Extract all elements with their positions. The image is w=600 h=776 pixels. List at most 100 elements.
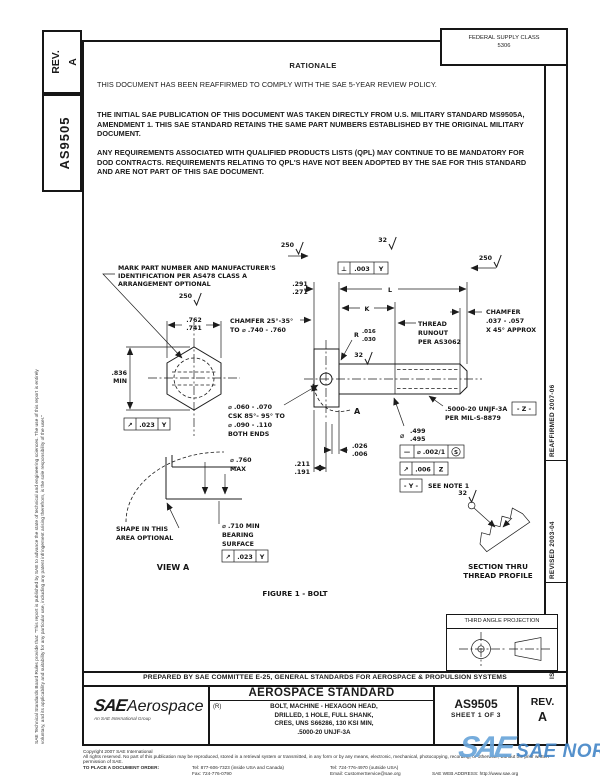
roughness-check-icon	[364, 351, 373, 365]
logo-subtitle: An SAE International Group	[94, 716, 151, 721]
doc-number: AS9505	[454, 697, 498, 711]
svg-text:.006: .006	[352, 451, 368, 458]
svg-text:⊥: ⊥	[341, 266, 347, 273]
doc-number-tab-box: AS9505	[42, 94, 82, 192]
svg-text:THREAD: THREAD	[418, 321, 447, 328]
title-line-3: CRES, UNS S66286, 130 KSI MIN,	[274, 720, 374, 728]
watermark-logo: SAE	[456, 731, 515, 764]
fillet-radius-note: R .016 .030	[340, 329, 376, 361]
figure-1-bolt-drawing: .762 .741 250 .836 MIN ↗ .023 Y MARK PAR…	[102, 236, 537, 598]
email-address: Email: CustomerService@sae.org	[330, 771, 401, 776]
figure-caption: FIGURE 1 - BOLT	[262, 589, 327, 598]
svg-text:PER MIL-S-8879: PER MIL-S-8879	[445, 415, 501, 422]
roughness-check-icon	[193, 292, 202, 306]
section-label-1: SECTION THRU	[468, 562, 528, 571]
svg-text:.495: .495	[410, 436, 426, 443]
bearing-word2: SURFACE	[222, 541, 254, 548]
svg-text:.016: .016	[362, 329, 376, 335]
svg-text:⌀ .002/1: ⌀ .002/1	[417, 449, 445, 456]
title-line-4: .5000-20 UNJF-3A	[297, 728, 351, 736]
title-block-top-line	[82, 685, 568, 687]
fcf-perpendicularity: ⊥ .003 Y	[337, 261, 389, 275]
view-a-label: VIEW A	[157, 563, 190, 572]
roughness-check-icon	[388, 236, 397, 250]
rev-tab-box: REV. A	[42, 30, 82, 94]
hex-finish-value: 250	[179, 293, 193, 300]
svg-text:.037 - .057: .037 - .057	[486, 318, 524, 325]
svg-text:.026: .026	[352, 443, 368, 450]
fcf-head-runout: ↗ .023 Y	[123, 417, 171, 431]
svg-text:.030: .030	[362, 337, 376, 343]
copyright-line: Copyright 2007 SAE International	[83, 749, 153, 754]
rationale-p3: ANY REQUIREMENTS ASSOCIATED WITH QUALIFI…	[97, 148, 527, 177]
svg-text:↗: ↗	[225, 554, 230, 561]
hex-head-front-view: .762 .741 250 .836 MIN ↗ .023 Y MARK PAR…	[102, 265, 319, 438]
radius-label: R	[354, 332, 359, 339]
svg-text:Y: Y	[259, 554, 265, 561]
dim-211-191: .211 .191	[294, 410, 327, 476]
rationale-p2: THE INITIAL SAE PUBLICATION OF THIS DOCU…	[97, 110, 525, 139]
prepared-row-top-line	[82, 671, 568, 673]
third-angle-projection-box: THIRD ANGLE PROJECTION	[446, 614, 558, 671]
hex-width-lower: .741	[186, 325, 202, 332]
svg-text:S: S	[454, 450, 458, 456]
reaffirmed-date: REAFFIRMED 2007-06	[549, 384, 556, 457]
svg-text:CHAMFER: CHAMFER	[486, 309, 521, 316]
roughness-check-icon	[295, 241, 304, 255]
finish-250-left: 250	[281, 242, 295, 249]
finish-32-top: 32	[378, 237, 387, 244]
svg-text:- Z -: - Z -	[517, 406, 532, 413]
bolt-side-view: L .291 .271 K ⊥ .003 Y 32 250 250	[281, 236, 537, 493]
dim-L: L	[388, 287, 392, 294]
rev-block-label: REV.	[530, 696, 555, 708]
federal-supply-class-box: FEDERAL SUPPLY CLASS 5306	[440, 28, 568, 66]
svg-text:⌀ .090 - .110: ⌀ .090 - .110	[228, 422, 273, 429]
fcf-runout-datum-z: ↗ .006 Z	[399, 461, 449, 476]
svg-text:↗: ↗	[403, 467, 408, 474]
revised-date: REVISED 2003-04	[549, 521, 556, 579]
thread-runout-note: THREAD RUNOUT PER AS3062	[397, 319, 461, 346]
svg-text:X 45° APPROX: X 45° APPROX	[486, 326, 536, 334]
svg-text:ARRANGEMENT OPTIONAL: ARRANGEMENT OPTIONAL	[118, 281, 211, 288]
svg-text:CSK 85°- 95° TO: CSK 85°- 95° TO	[228, 412, 285, 420]
title-block-divider-1	[208, 685, 210, 746]
svg-text:- Y -: - Y -	[404, 483, 419, 490]
fax-number: Fax: 724-776-0790	[192, 771, 232, 776]
doc-number-tab-text: AS9505	[57, 116, 72, 170]
roughness-check-icon	[468, 489, 477, 503]
hex-corner-min: MIN	[113, 378, 127, 385]
doc-type-underline	[208, 700, 435, 701]
fcf-straightness: — ⌀ .002/1 S	[399, 444, 465, 459]
bearing-dia: ⌀ .710 MIN	[222, 523, 260, 530]
svg-text:PER AS3062: PER AS3062	[418, 339, 461, 346]
svg-text:CHAMFER 25°-35°: CHAMFER 25°-35°	[230, 317, 293, 325]
logo-aerospace-text: Aerospace	[126, 698, 204, 715]
tel-outside: Tel: 724-776-4970 (outside USA)	[330, 765, 399, 770]
mark-part-number-note: MARK PART NUMBER AND MANUFACTURER'S IDEN…	[102, 265, 276, 359]
svg-text:BOTH ENDS: BOTH ENDS	[228, 431, 270, 438]
fsc-code: 5306	[497, 42, 511, 49]
datum-y-flag: - Y - SEE NOTE 1	[399, 478, 469, 493]
roughness-check-icon	[493, 254, 502, 268]
fcf-bearing-runout: ↗ .023 Y	[221, 549, 269, 563]
svg-text:⌀: ⌀	[400, 431, 405, 440]
watermark-text: SAE NORM	[516, 741, 600, 762]
svg-text:MARK PART NUMBER AND MANUFACT: MARK PART NUMBER AND MANUFACTURER'S	[118, 265, 276, 272]
dia-760-max: MAX	[230, 466, 246, 473]
view-a-detail: ⌀ .760 MAX ⌀ .710 MIN BEARING SURFACE ↗ …	[116, 451, 269, 572]
svg-text:Z: Z	[439, 467, 444, 474]
hex-width-upper: .762	[186, 317, 202, 324]
datum-z-flag: - Z -	[511, 401, 537, 416]
title-line-1: BOLT, MACHINE - HEXAGON HEAD,	[270, 703, 378, 710]
right-strip-tick-2	[544, 582, 568, 583]
svg-text:Y: Y	[378, 266, 384, 273]
hex-corner-dim: .836	[111, 370, 127, 377]
finish-32-shank: 32	[354, 352, 363, 359]
title-line-2: DRILLED, 1 HOLE, FULL SHANK,	[274, 711, 374, 719]
third-angle-projection-symbol	[459, 632, 551, 666]
sae-norm-watermark: SAE SAE NORM	[456, 731, 600, 765]
svg-text:.5000-20 UNJF-3A: .5000-20 UNJF-3A	[445, 406, 507, 413]
logo-sae-text: SAE	[92, 696, 128, 715]
svg-text:.003: .003	[354, 266, 370, 273]
svg-text:.023: .023	[139, 422, 155, 429]
